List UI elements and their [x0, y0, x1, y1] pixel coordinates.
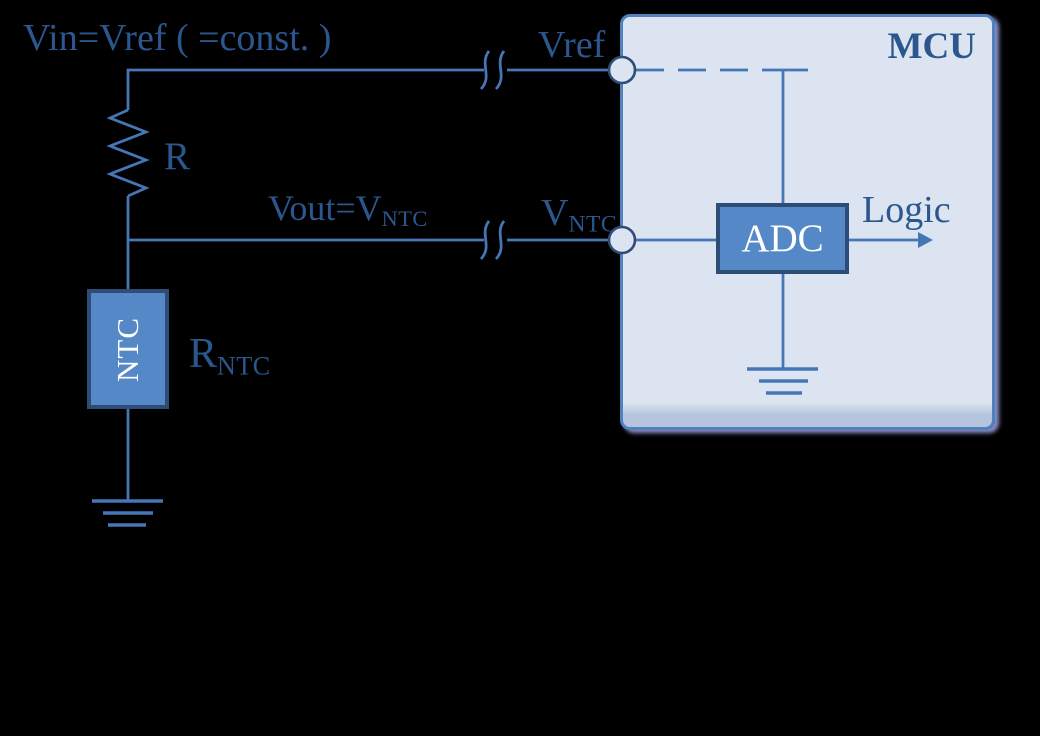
vntc-pin-label: VNTC	[541, 194, 617, 237]
vout-label: Vout=VNTC	[268, 190, 428, 231]
ntc-label: NTC	[110, 316, 145, 382]
logic-label-text: Logic	[862, 189, 951, 231]
adc-label: ADC	[741, 217, 824, 260]
vntc-pin-label-sub: NTC	[568, 211, 618, 238]
resistor-symbol	[106, 108, 150, 198]
resistor-label: R	[164, 137, 190, 176]
vout-label-main: Vout=V	[268, 188, 382, 228]
rntc-label: RNTC	[189, 333, 271, 379]
wire-break-icon	[494, 220, 506, 260]
vntc-pin-label-main: V	[541, 192, 569, 234]
wire-break-icon	[479, 220, 491, 260]
vref-wire-left	[126, 68, 484, 110]
resistor-label-text: R	[164, 135, 191, 178]
wire-break-icon	[494, 50, 506, 90]
vref-pin-terminal	[607, 55, 637, 85]
vout-label-sub: NTC	[381, 206, 428, 232]
rntc-label-main: R	[189, 331, 218, 377]
ntc-box: NTC	[87, 289, 169, 409]
mcu-title: MCU	[887, 26, 976, 67]
vref-pin-label-text: Vref	[538, 24, 606, 66]
wire-break-icon	[479, 50, 491, 90]
vntc-pin-terminal	[607, 225, 637, 255]
vref-pin-label: Vref	[538, 26, 605, 64]
rntc-label-sub: NTC	[217, 351, 271, 381]
logic-label: Logic	[862, 191, 951, 229]
vin-label: Vin=Vref ( =const. )	[23, 19, 331, 57]
vin-label-text: Vin=Vref ( =const. )	[23, 17, 332, 59]
adc-box: ADC	[716, 203, 849, 274]
arrow-icon	[918, 232, 933, 248]
